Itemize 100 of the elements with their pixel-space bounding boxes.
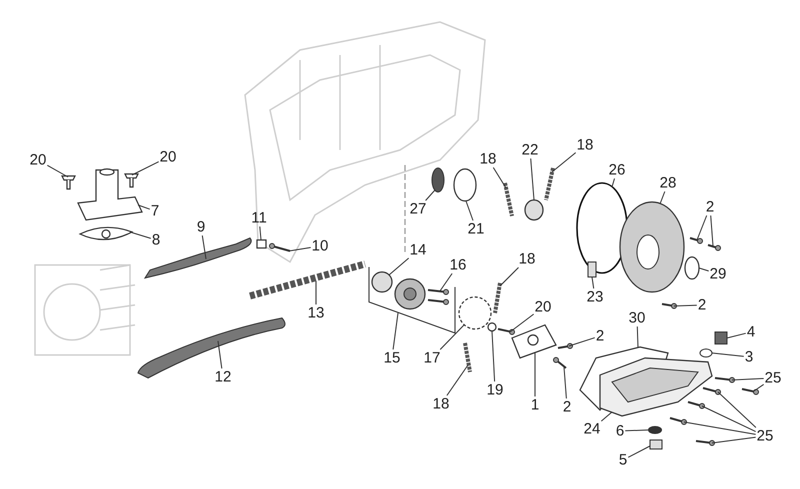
callout-number: 21 [468, 222, 484, 236]
leader-line [492, 167, 506, 188]
leader-line [530, 158, 534, 200]
leader-line [702, 406, 756, 432]
leader-line [712, 352, 744, 357]
leader-line [726, 332, 746, 338]
plate-drawing [511, 324, 557, 359]
leader-line [440, 324, 464, 350]
leader-line [534, 352, 536, 397]
leader-line [628, 446, 650, 458]
callout-number: 14 [410, 242, 426, 258]
sprocket-drawing [458, 296, 492, 330]
washer-drawing [648, 426, 662, 434]
bolt-drawing [742, 388, 759, 395]
leader-line [710, 215, 714, 246]
leader-line [732, 378, 764, 380]
bolt-drawing [61, 175, 76, 190]
leader-line [202, 235, 206, 260]
cover-drawing [619, 201, 685, 293]
chain-drawing [249, 260, 366, 300]
leader-line [698, 268, 710, 272]
gear-drawing [432, 168, 444, 192]
leader-line [712, 436, 756, 444]
leader-line [132, 161, 160, 176]
callout-number: 23 [586, 290, 604, 304]
callout-number: 2 [596, 328, 604, 344]
chain-drawing [544, 168, 555, 200]
leader-line [684, 422, 756, 435]
bolt-drawing [124, 173, 139, 188]
callout-number: 10 [312, 238, 328, 254]
bolt-drawing [702, 387, 721, 395]
leader-line [492, 330, 496, 382]
leader-line [552, 152, 576, 172]
leader-line [138, 204, 150, 210]
callout-number: 15 [384, 350, 400, 366]
bolts-drawing [428, 289, 449, 305]
callout-number: 2 [706, 200, 714, 214]
callout-number: 6 [616, 424, 624, 438]
leader-line [612, 178, 615, 188]
callout-number: 13 [308, 306, 324, 320]
leader-line [466, 200, 474, 221]
leader-line [718, 392, 756, 428]
callout-number: 12 [214, 370, 232, 384]
leader-line [592, 276, 594, 289]
plug-drawing [650, 440, 662, 450]
chain-drawing [503, 182, 514, 216]
leader-line [754, 384, 764, 392]
leader-line [392, 312, 398, 350]
callout-number: 5 [618, 452, 628, 468]
washer-drawing [453, 168, 477, 202]
bolt-drawing [714, 377, 735, 383]
callout-number: 18 [576, 138, 594, 152]
callout-number: 29 [710, 266, 726, 282]
leader-line [425, 190, 436, 201]
leader-line [568, 337, 596, 346]
leader-line [510, 314, 534, 332]
callout-number: 18 [518, 252, 536, 266]
callout-number: 7 [150, 204, 160, 218]
leader-line [696, 215, 708, 240]
o-ring-drawing [700, 348, 712, 358]
bolt-drawing [662, 303, 677, 309]
plug-drawing [714, 332, 728, 344]
callout-number: 24 [584, 422, 600, 436]
bolt-drawing [690, 237, 703, 244]
callout-number: 2 [698, 298, 706, 312]
callout-number: 20 [534, 300, 552, 314]
callout-number: 3 [744, 350, 754, 364]
leader-line [440, 273, 453, 292]
bolt-drawing [269, 243, 290, 252]
bolt-drawing [558, 343, 573, 349]
seal-drawing [684, 256, 700, 280]
callout-number: 22 [522, 142, 538, 158]
callout-number: 18 [432, 396, 450, 412]
chain-drawing [463, 342, 472, 372]
leader-line [130, 232, 152, 239]
callout-number: 27 [410, 202, 426, 216]
leader-line [388, 258, 410, 276]
bolt-drawing [498, 328, 515, 335]
leader-line [288, 247, 312, 252]
callout-number: 9 [196, 220, 206, 234]
plate-drawing [371, 271, 393, 293]
cap-drawing [524, 199, 544, 221]
washer-drawing [487, 322, 497, 332]
leader-line [446, 364, 468, 396]
leader-line [624, 430, 648, 432]
leader-line [500, 267, 519, 286]
leader-line [600, 412, 612, 422]
tensioner-drawing [77, 168, 143, 221]
bolt-drawing [553, 357, 567, 369]
callout-number: 20 [160, 150, 176, 164]
gasket-drawing [79, 226, 133, 240]
block-drawing [588, 262, 596, 278]
callout-number: 17 [424, 350, 440, 366]
leader-line [259, 226, 262, 240]
callout-number: 30 [628, 310, 646, 326]
callout-number: 8 [152, 232, 160, 248]
callout-number: 20 [30, 152, 46, 168]
bolt-drawing [708, 244, 721, 251]
callout-number: 18 [480, 152, 496, 166]
callout-number: 28 [660, 176, 676, 190]
